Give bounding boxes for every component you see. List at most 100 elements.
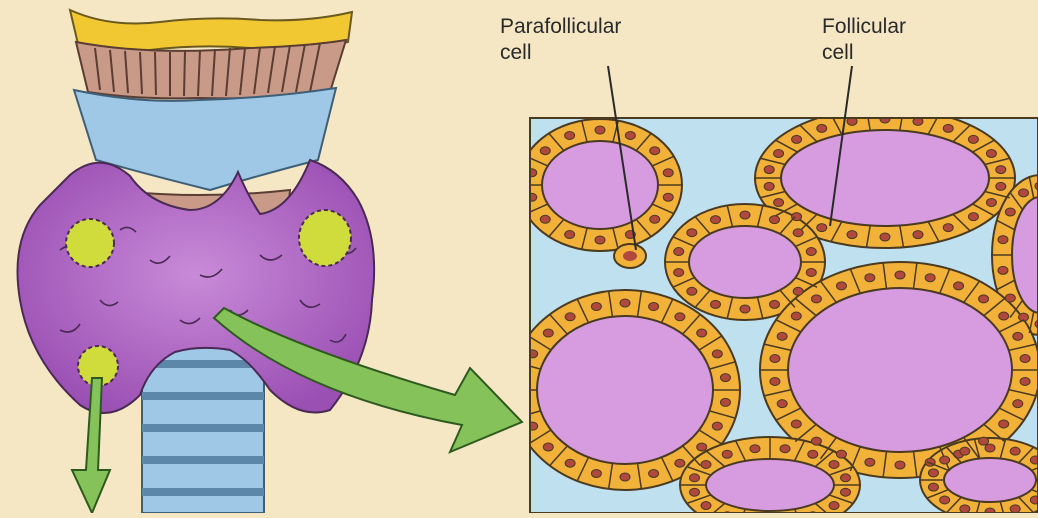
cell-nucleus: [663, 193, 673, 201]
cell-nucleus: [764, 166, 774, 174]
cell-nucleus: [895, 271, 905, 279]
cell-nucleus: [689, 488, 699, 496]
follicle-micrograph: [510, 108, 1038, 513]
cell-nucleus: [811, 437, 821, 445]
cell-nucleus: [620, 473, 630, 481]
cell-nucleus: [791, 312, 801, 320]
cell-nucleus: [1010, 447, 1020, 455]
cell-nucleus: [1019, 189, 1029, 197]
cell-nucleus: [740, 305, 750, 313]
cell-nucleus: [986, 199, 996, 207]
cell-nucleus: [565, 459, 575, 467]
cell-nucleus: [674, 248, 684, 256]
cell-nucleus: [817, 124, 827, 132]
cell-nucleus: [595, 236, 605, 244]
cell-nucleus: [847, 231, 857, 239]
cell-nucleus: [720, 374, 730, 382]
cell-nucleus: [770, 377, 780, 385]
cell-nucleus: [712, 422, 722, 430]
cell-nucleus: [986, 149, 996, 157]
cell-nucleus: [928, 469, 938, 477]
cell-nucleus: [687, 229, 697, 237]
cell-nucleus: [520, 398, 530, 406]
cell-nucleus: [928, 483, 938, 491]
cell-nucleus: [675, 459, 685, 467]
cell-nucleus: [687, 287, 697, 295]
cell-nucleus: [791, 420, 801, 428]
cell-nucleus: [979, 295, 989, 303]
cell-nucleus: [675, 313, 685, 321]
parafollicular-cell-cluster: [614, 244, 646, 268]
cell-nucleus: [543, 329, 553, 337]
cell-nucleus: [1030, 496, 1038, 504]
cell-nucleus: [806, 268, 816, 276]
cell-nucleus: [565, 131, 575, 139]
cell-nucleus: [540, 147, 550, 155]
cell-nucleus: [750, 445, 760, 453]
cell-nucleus: [740, 211, 750, 219]
cell-nucleus: [895, 461, 905, 469]
cell-nucleus: [663, 169, 673, 177]
cell-nucleus: [710, 300, 720, 308]
cell-nucleus: [689, 474, 699, 482]
cell-nucleus: [1010, 505, 1020, 513]
cell-nucleus: [943, 124, 953, 132]
cell-nucleus: [865, 274, 875, 282]
cell-nucleus: [979, 437, 989, 445]
cell-nucleus: [925, 274, 935, 282]
cell-nucleus: [722, 450, 732, 458]
cell-nucleus: [996, 166, 1006, 174]
cell-nucleus: [650, 215, 660, 223]
cell-nucleus: [774, 149, 784, 157]
cell-nucleus: [1020, 355, 1030, 363]
cell-nucleus: [712, 350, 722, 358]
cell-nucleus: [913, 231, 923, 239]
parafollicular-label-line1: Parafollicular: [500, 14, 621, 40]
cell-nucleus: [865, 458, 875, 466]
cell-nucleus: [968, 135, 978, 143]
cell-nucleus: [650, 147, 660, 155]
cell-nucleus: [1030, 456, 1038, 464]
cell-nucleus: [829, 460, 839, 468]
cell-nucleus: [793, 229, 803, 237]
cell-nucleus: [998, 266, 1008, 274]
cell-nucleus: [836, 450, 846, 458]
cell-nucleus: [764, 182, 774, 190]
cell-nucleus: [880, 233, 890, 241]
cell-nucleus: [565, 313, 575, 321]
cell-nucleus: [540, 215, 550, 223]
cell-nucleus: [620, 299, 630, 307]
thyroid-gland-anatomy: [18, 10, 375, 513]
cell-nucleus: [808, 450, 818, 458]
cell-nucleus: [1013, 400, 1023, 408]
cell-nucleus: [701, 502, 711, 510]
cell-nucleus: [985, 444, 995, 452]
cell-nucleus: [625, 131, 635, 139]
cell-nucleus: [1013, 332, 1023, 340]
cell-nucleus: [954, 282, 964, 290]
parafollicular-label-line2: cell: [500, 40, 621, 66]
cell-nucleus: [770, 300, 780, 308]
cell-nucleus: [829, 502, 839, 510]
cell-nucleus: [774, 199, 784, 207]
cell-nucleus: [811, 295, 821, 303]
cell-nucleus: [543, 443, 553, 451]
cell-nucleus: [720, 398, 730, 406]
follicular-label-line2: cell: [822, 40, 906, 66]
cell-nucleus: [595, 126, 605, 134]
trachea: [142, 340, 264, 513]
cell-nucleus: [649, 469, 659, 477]
cell-nucleus: [841, 474, 851, 482]
cell-nucleus: [780, 445, 790, 453]
cell-nucleus: [817, 224, 827, 232]
cell-nucleus: [565, 231, 575, 239]
cell-nucleus: [968, 213, 978, 221]
cell-nucleus: [792, 135, 802, 143]
cell-nucleus: [591, 469, 601, 477]
cell-nucleus: [649, 303, 659, 311]
cell-nucleus: [591, 303, 601, 311]
cell-nucleus: [527, 169, 537, 177]
cell-nucleus: [777, 332, 787, 340]
